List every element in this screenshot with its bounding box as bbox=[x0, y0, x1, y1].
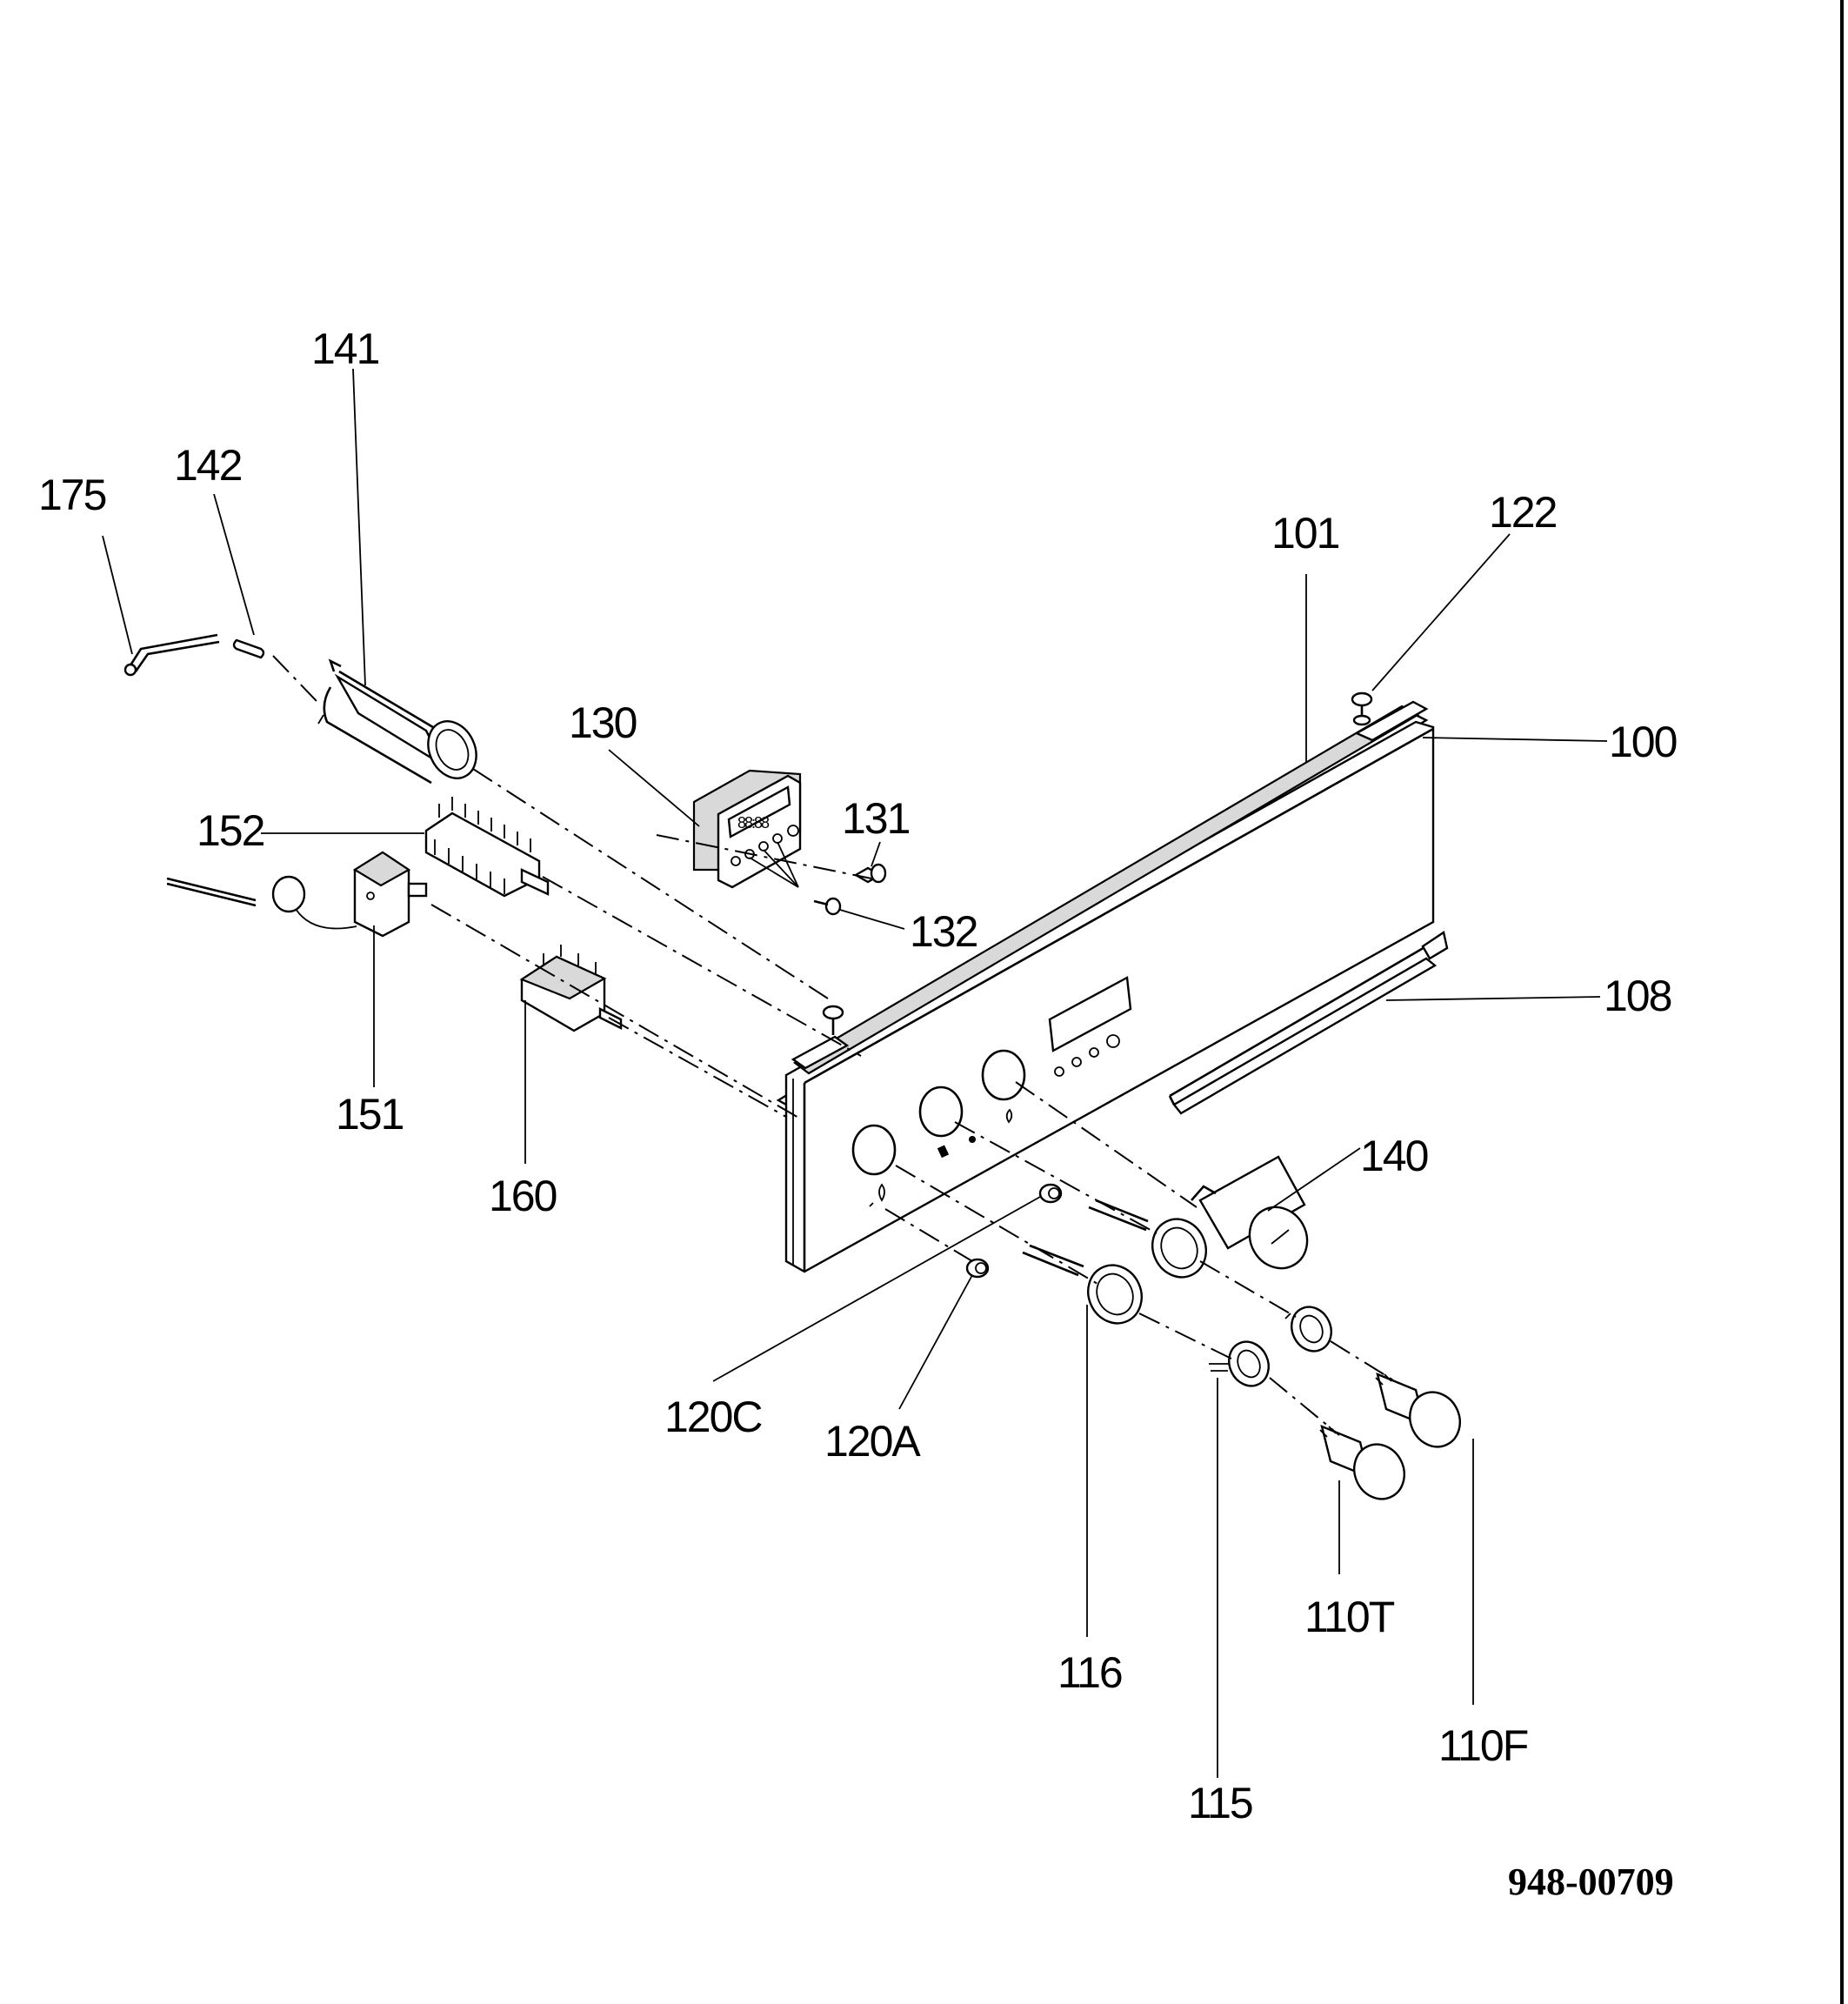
panel-button-4 bbox=[1106, 1034, 1120, 1048]
panel-knob-hole-2 bbox=[918, 1086, 964, 1138]
label-131: 131 bbox=[842, 794, 910, 843]
screw-panel-left bbox=[822, 1005, 844, 1035]
label-151: 151 bbox=[336, 1090, 404, 1139]
adaptor-115 bbox=[1209, 1340, 1270, 1387]
bezel-ring-upper bbox=[1088, 1199, 1207, 1279]
label-140: 140 bbox=[1360, 1132, 1428, 1180]
label-120C: 120C bbox=[664, 1393, 762, 1441]
label-130: 130 bbox=[569, 698, 637, 747]
bezel-ring-116 bbox=[1022, 1244, 1143, 1325]
label-141: 141 bbox=[311, 324, 379, 373]
assembly-axis-lines bbox=[272, 655, 1396, 1436]
leader-lines bbox=[102, 368, 1608, 1778]
svg-text:88:88: 88:88 bbox=[737, 814, 770, 832]
knob-110F bbox=[1375, 1372, 1461, 1448]
panel-symbol-square bbox=[937, 1145, 950, 1159]
adaptor-upper bbox=[1284, 1306, 1332, 1353]
label-110F: 110F bbox=[1438, 1721, 1528, 1770]
label-115: 115 bbox=[1188, 1779, 1252, 1827]
document-code: 948-00709 bbox=[1508, 1860, 1674, 1903]
panel-button-2 bbox=[1071, 1057, 1082, 1067]
label-110T: 110T bbox=[1304, 1593, 1395, 1641]
knob-pin-131 bbox=[853, 863, 887, 884]
label-132: 132 bbox=[910, 907, 977, 956]
rod-175 bbox=[123, 633, 220, 677]
knob-110T bbox=[1319, 1424, 1405, 1500]
pin-142 bbox=[232, 638, 265, 659]
trim-bar-108 bbox=[1168, 931, 1449, 1115]
label-100: 100 bbox=[1609, 718, 1677, 766]
label-122: 122 bbox=[1489, 488, 1557, 537]
thermostat-151 bbox=[166, 851, 428, 938]
panel-button-3 bbox=[1089, 1047, 1099, 1058]
control-panel bbox=[776, 700, 1435, 1273]
label-175: 175 bbox=[38, 471, 106, 519]
part-labels: 175 142 141 130 131 132 152 151 160 101 … bbox=[38, 324, 1678, 1827]
label-108: 108 bbox=[1604, 972, 1671, 1020]
label-160: 160 bbox=[489, 1172, 557, 1220]
panel-top-edge bbox=[804, 727, 1434, 1085]
screw-132 bbox=[813, 897, 842, 916]
label-101: 101 bbox=[1271, 509, 1339, 558]
label-152: 152 bbox=[197, 806, 264, 855]
terminal-block-152 bbox=[424, 797, 550, 898]
panel-display-window bbox=[1048, 976, 1132, 1052]
label-142: 142 bbox=[174, 441, 242, 490]
tube-141 bbox=[317, 658, 477, 785]
label-116: 116 bbox=[1057, 1648, 1122, 1697]
panel-knob-hole-1 bbox=[851, 1124, 897, 1176]
switch-160 bbox=[519, 945, 623, 1032]
lamp-140 bbox=[1191, 1155, 1309, 1270]
panel-symbol-flame bbox=[869, 1183, 885, 1207]
panel-symbol-dot bbox=[969, 1136, 976, 1143]
clip-120C bbox=[1038, 1183, 1063, 1204]
screw-122 bbox=[1351, 691, 1373, 726]
panel-button-1 bbox=[1054, 1066, 1064, 1077]
panel-right-bracket bbox=[1354, 700, 1429, 742]
panel-knob-hole-3 bbox=[981, 1049, 1026, 1101]
timer-module-130: 88:88 bbox=[692, 769, 802, 889]
panel-left-bracket bbox=[791, 1035, 850, 1070]
label-120A: 120A bbox=[824, 1417, 921, 1466]
panel-symbol-spark bbox=[1005, 1108, 1013, 1124]
clip-120A bbox=[965, 1258, 990, 1279]
